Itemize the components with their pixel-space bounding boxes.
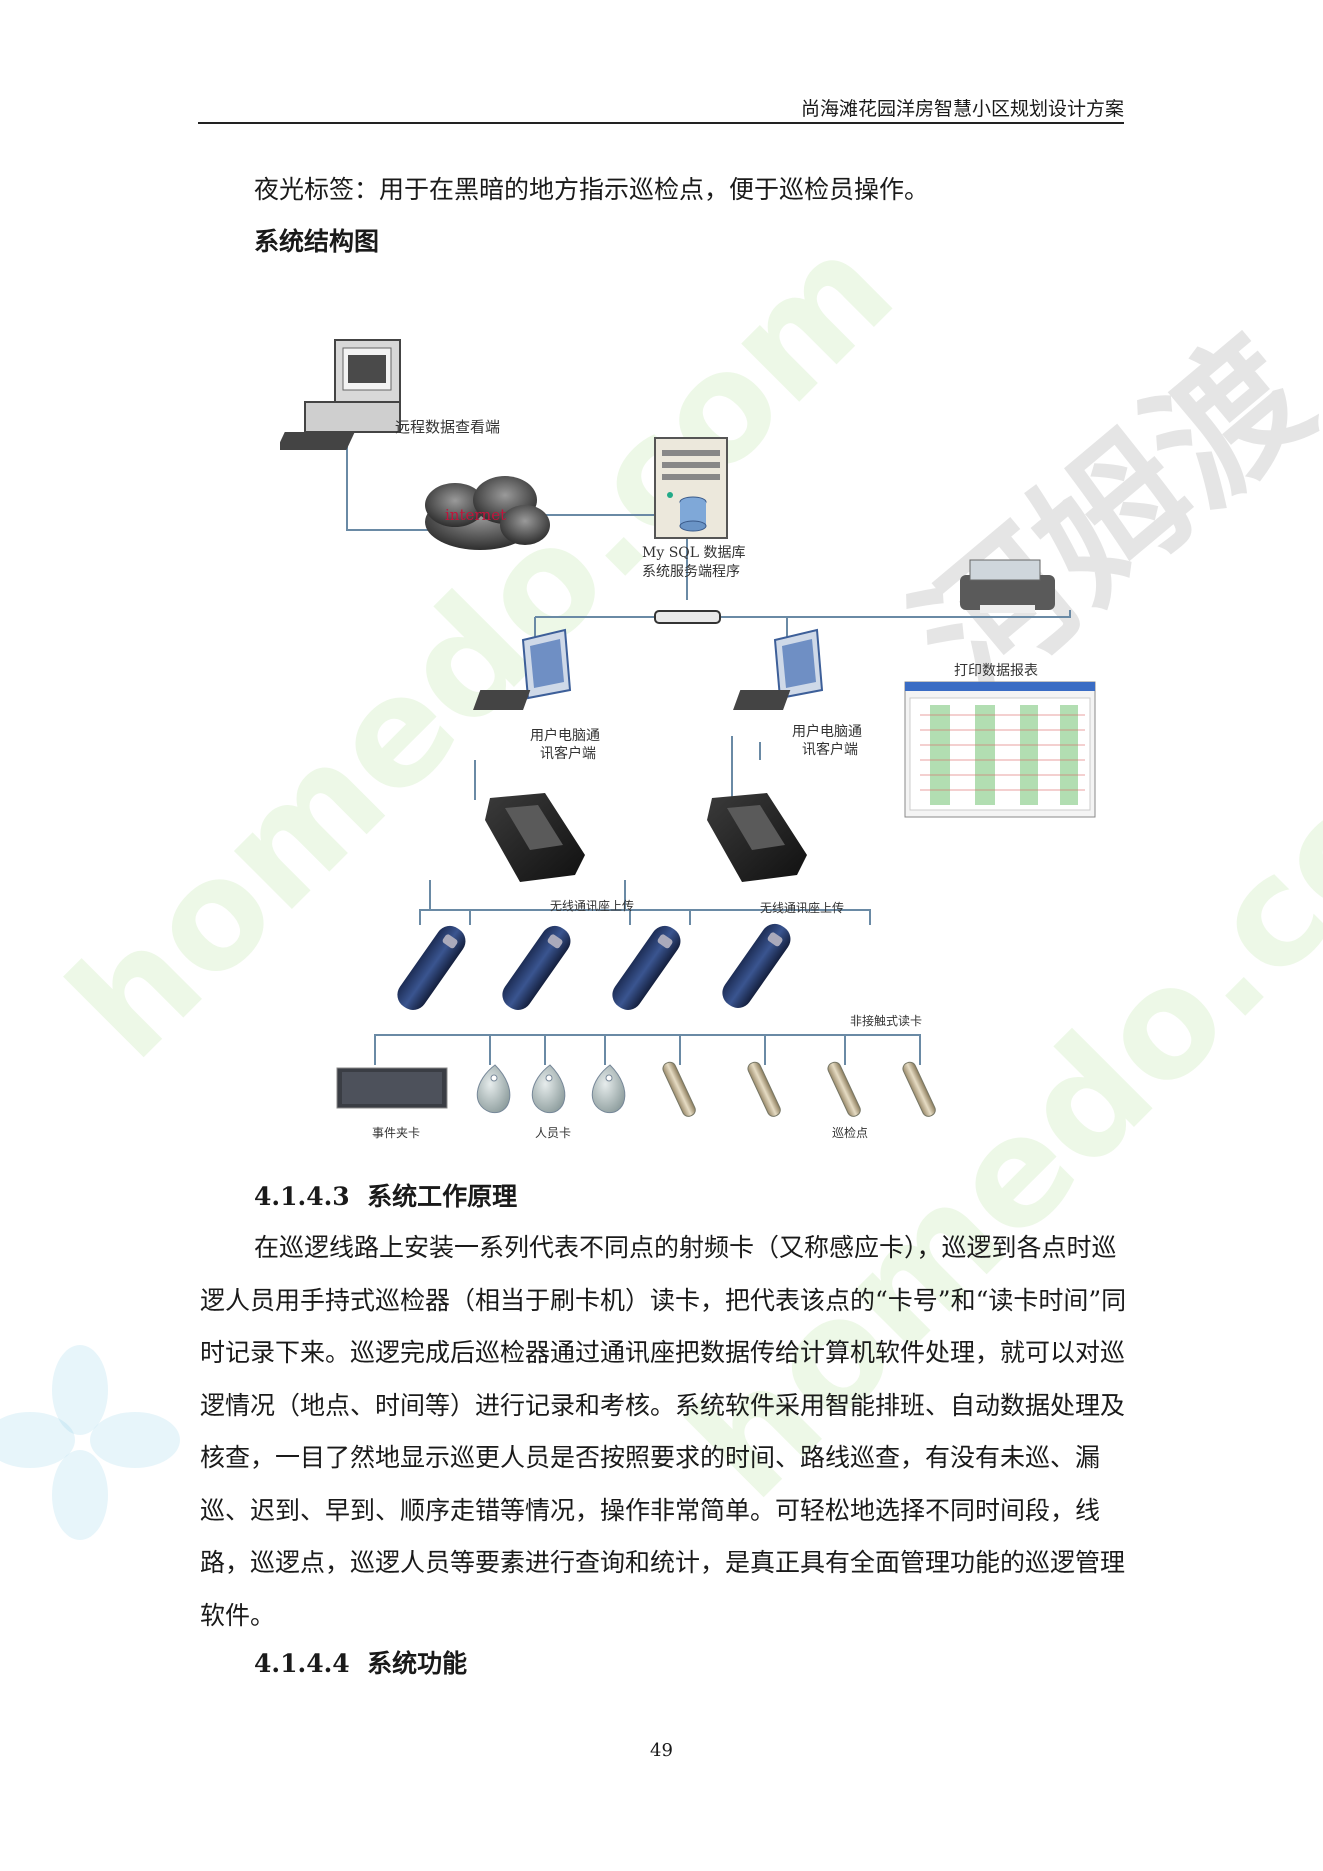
handheld-reader-icon-1: [397, 925, 466, 1010]
internet-label: internet: [445, 506, 506, 524]
section-title-443: 系统工作原理: [367, 1182, 518, 1211]
person-card-fob-icon-3: [591, 1064, 626, 1114]
client2-label-line1: 用户电脑通: [792, 723, 862, 740]
reader-label: 非接触式读卡: [850, 1013, 922, 1028]
client-computer-icon-1: [473, 628, 572, 710]
checkpoint-label: 巡检点: [832, 1125, 868, 1140]
server-icon: [654, 437, 728, 539]
principle-text: 在巡逻线路上安装一系列代表不同点的射频卡（又称感应卡），巡逻到各点时巡逻人员用手…: [200, 1233, 1127, 1630]
page-number: 49: [650, 1740, 673, 1761]
communication-dock-icon-2: [707, 793, 807, 882]
connection-lines: [346, 440, 1071, 1065]
client1-label-line2: 讯客户端: [540, 745, 596, 762]
dock2-label: 无线通讯座上传: [760, 900, 844, 915]
person-card-fob-icon-1: [476, 1064, 511, 1114]
section-number-443: 4.1.4.3: [254, 1182, 350, 1211]
client2-label-line2: 讯客户端: [802, 741, 858, 758]
person-card-label: 人员卡: [535, 1126, 571, 1140]
handheld-reader-icon-3: [612, 925, 681, 1010]
server-label-line1: My SQL 数据库: [642, 545, 746, 561]
event-card-icon: [336, 1067, 448, 1109]
remote-client-label: 远程数据查看端: [395, 418, 500, 436]
header-title: 尚海滩花园洋房智慧小区规划设计方案: [800, 98, 1124, 120]
section-heading-444: 4.1.4.4 系统功能: [254, 1644, 467, 1680]
checkpoint-tag-icon-1: [662, 1061, 696, 1117]
printer-icon: [960, 559, 1055, 613]
network-hub-icon: [654, 610, 721, 624]
person-card-fob-icon-2: [531, 1064, 566, 1114]
night-label-paragraph: 夜光标签：用于在黑暗的地方指示巡检点，便于巡检员操作。: [254, 175, 930, 204]
report-table-image: [904, 681, 1096, 818]
event-card-label: 事件夹卡: [372, 1126, 420, 1140]
principle-paragraph: 在巡逻线路上安装一系列代表不同点的射频卡（又称感应卡），巡逻到各点时巡逻人员用手…: [200, 1222, 1130, 1642]
handheld-reader-icon-4: [722, 923, 791, 1008]
page-header: 尚海滩花园洋房智慧小区规划设计方案: [198, 92, 1124, 124]
checkpoint-tag-icon-4: [902, 1061, 936, 1117]
structure-title: 系统结构图: [254, 227, 380, 256]
section-heading-443: 4.1.4.3 系统工作原理: [254, 1177, 517, 1213]
communication-dock-icon-1: [485, 793, 585, 882]
internet-cloud-icon: [425, 476, 550, 550]
checkpoint-tag-icon-3: [827, 1061, 861, 1117]
remote-computer-icon: [280, 339, 401, 450]
watermark-flower-logo: [0, 1345, 180, 1540]
dock1-label: 无线通讯座上传: [550, 898, 634, 913]
system-structure-diagram: 远程数据查看端 internet My SQL 数据库 系统服务端程序 打印数据…: [280, 339, 1096, 1140]
handheld-reader-icon-2: [502, 925, 571, 1010]
client1-label-line1: 用户电脑通: [530, 727, 600, 744]
section-number-444: 4.1.4.4: [254, 1649, 350, 1678]
server-label-line2: 系统服务端程序: [642, 564, 740, 580]
checkpoint-tag-icon-2: [747, 1061, 781, 1117]
section-title-444: 系统功能: [367, 1649, 468, 1678]
client-computer-icon-2: [733, 628, 824, 710]
print-report-label: 打印数据报表: [954, 662, 1038, 679]
